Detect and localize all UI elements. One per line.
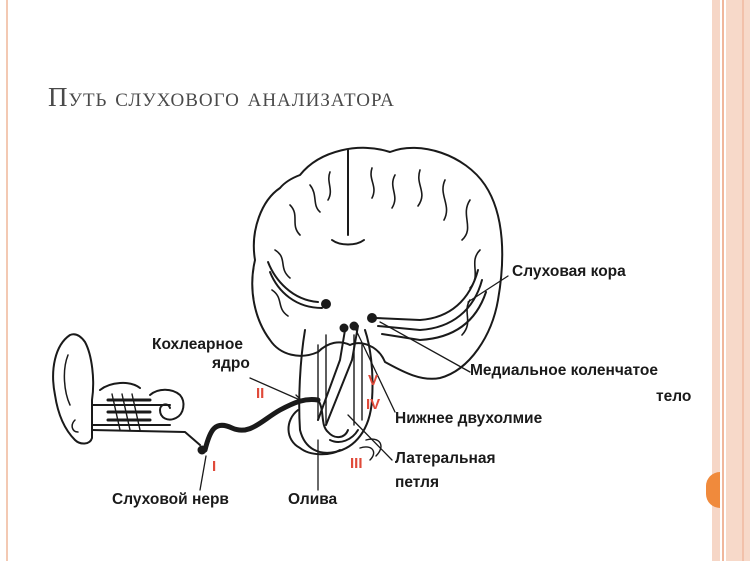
slide-title: Путь слухового анализатора bbox=[48, 82, 395, 112]
orange-accent-tab bbox=[706, 472, 720, 508]
leader-medial-geniculate bbox=[379, 321, 471, 373]
leader-auditory-nerve bbox=[199, 455, 207, 491]
label-auditory-cortex: Слуховая кора bbox=[512, 263, 626, 280]
right-stripe bbox=[722, 0, 724, 561]
left-border bbox=[6, 0, 8, 561]
label-medial-geniculate-line1: Медиальное коленчатое bbox=[470, 362, 659, 379]
ascending-pathway bbox=[317, 329, 346, 421]
label-cochlear-nucleus-line2: ядро bbox=[212, 355, 250, 372]
label-lateral-lemniscus-line1: Латеральная bbox=[395, 450, 496, 467]
right-stripe bbox=[726, 0, 750, 561]
cerebellum bbox=[287, 409, 341, 456]
roman-numeral-3: III bbox=[350, 455, 363, 472]
auditory-nerve-path bbox=[202, 397, 321, 453]
ear-canal bbox=[91, 404, 171, 426]
ear-outline bbox=[52, 333, 95, 445]
corpus-callosum bbox=[331, 239, 365, 246]
right-stripe bbox=[742, 0, 744, 561]
leader-inferior-colliculus bbox=[355, 329, 396, 413]
gyri bbox=[271, 167, 481, 336]
cochlea bbox=[149, 388, 185, 421]
label-medial-geniculate-line2: тело bbox=[656, 388, 692, 405]
roman-numeral-1: I bbox=[212, 458, 217, 475]
roman-numeral-2: II bbox=[256, 385, 265, 402]
label-auditory-nerve: Слуховой нерв bbox=[112, 491, 229, 508]
brain-outline bbox=[251, 146, 504, 380]
roman-numeral-4: IV bbox=[366, 396, 381, 413]
label-inferior-colliculus: Нижнее двухолмие bbox=[395, 410, 543, 427]
leader-cochlear-nucleus bbox=[249, 377, 301, 401]
leader-lateral-lemniscus bbox=[347, 414, 393, 461]
label-lateral-lemniscus-line2: петля bbox=[395, 474, 440, 491]
leader-auditory-cortex bbox=[467, 275, 509, 303]
right-stripe bbox=[712, 0, 720, 561]
internal-capsule bbox=[267, 261, 319, 303]
label-olive: Олива bbox=[288, 491, 338, 508]
label-cochlear-nucleus-line1: Кохлеарное bbox=[152, 336, 243, 353]
roman-numeral-5: V bbox=[368, 372, 379, 389]
